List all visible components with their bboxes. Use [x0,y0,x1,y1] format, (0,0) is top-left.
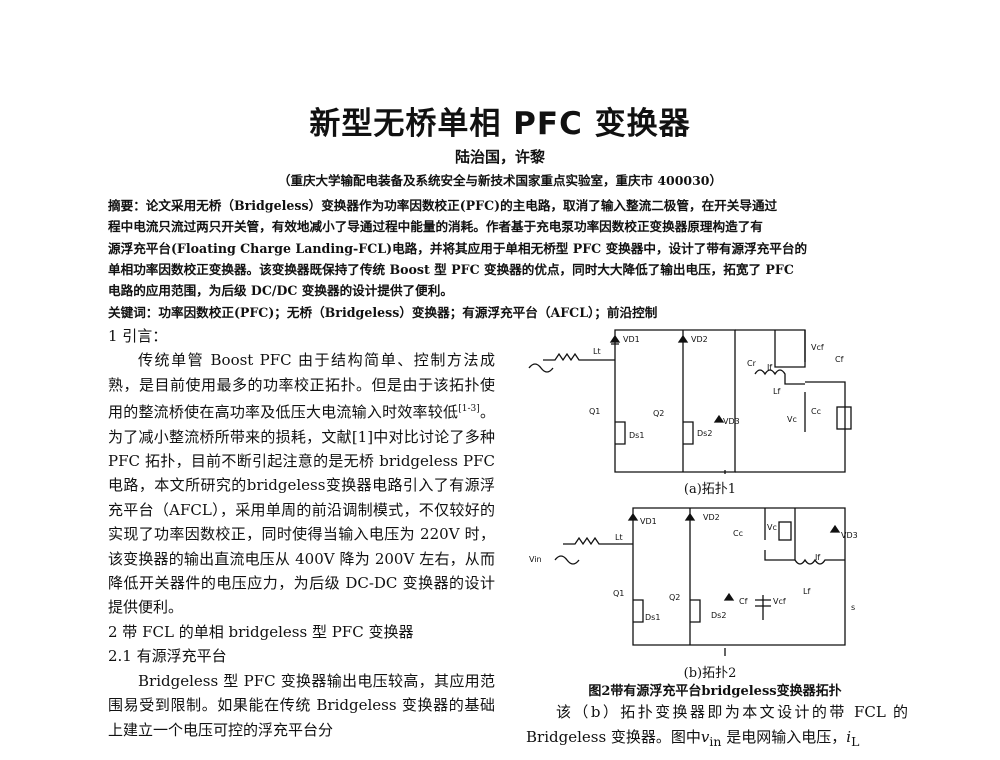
circuit-diagram-b: VD1 VD2 VD3 Cc Vc Lt Vin If Lf Q1 Q2 Cf … [529,507,858,656]
label-vd3: VD3 [723,417,740,426]
paper-title: 新型无桥单相 PFC 变换器 [309,106,691,142]
label-vc: Vc [787,415,797,424]
label-vc: Vc [767,523,777,532]
circuit-diagram-a: VD1 VD2 Vcf Cf Cr Lt If Lf Vc Cc Q1 Q2 V… [528,329,852,474]
ac-source-symbol [528,363,554,373]
label-lt: Lt [593,347,601,356]
label-lf: Lf [773,387,780,396]
label-cf: Cf [835,355,844,364]
section-2-heading: 2 带 FCL 的单相 bridgeless 型 PFC 变换器 [108,622,414,641]
abstract-line: 单相功率因数校正变换器。该变换器既保持了传统 Boost 型 PFC 变换器的优… [108,261,794,277]
symbol-sub: in [709,734,722,749]
figure-caption: 图2带有源浮充平台bridgeless变换器拓扑 [588,684,842,699]
label-q1: Q1 [589,407,600,416]
para-text: 是电网输入电压， [721,728,847,746]
label-vd1: VD1 [623,335,640,344]
abstract-line: 程中电流只流过两只开关管，有效地减小了导通过程中能量的消耗。作者基于充电泵功率因… [108,219,763,235]
label-ds1: Ds1 [645,613,660,622]
abstract: 摘要：论文采用无桥（Bridgeless）变换器作为功率因数校正(PFC)的主电… [108,195,908,301]
symbol-i: i [846,728,852,746]
label-if: If [767,363,772,372]
caption-a: (a)拓扑1 [683,482,737,497]
authors: 陆治国，许黎 [454,148,545,166]
label-vcf: Vcf [773,597,786,606]
abstract-line: 源浮充平台(Floating Charge Landing-FCL)电路，并将其… [108,240,808,256]
label-vd3: VD3 [841,531,858,540]
label-lf: Lf [803,587,810,596]
para-text: 传统单管 Boost PFC 由于结构简单、控制方法成熟，是目前使用最多的功率校… [108,351,495,422]
right-column-text: 该（b）拓扑变换器即为本文设计的带 FCL 的 Bridgeless 变换器。图… [526,700,908,754]
symbol-v: v [700,728,710,746]
label-if: If [815,553,820,562]
symbol-sub: L [851,734,860,749]
label-cc: Cc [733,529,743,538]
label-cr: Cr [747,359,757,368]
affiliation: （重庆大学输配电装备及系统安全与新技术国家重点实验室，重庆市 400030） [277,173,723,188]
section-2-1-paragraph: Bridgeless 型 PFC 变换器输出电压较高，其应用范围易受到限制。如果… [108,671,495,739]
label-ds2: Ds2 [711,611,726,620]
section-1-heading: 1 引言： [108,327,168,345]
label-cf: Cf [739,597,748,606]
caption-b: (b)拓扑2 [683,666,737,681]
para-text: 该（b）拓扑变换器即为本文设计的带 FCL 的 Bridgeless 变换器。图… [526,703,908,746]
label-vcf: Vcf [811,343,824,352]
para-text: 。为了减小整流桥所带来的损耗，文献[1]中对比讨论了多种 PFC 拓扑，目前不断… [108,403,495,617]
keywords: 关键词：功率因数校正(PFC)；无桥（Bridgeless）变换器；有源浮充平台… [108,305,658,320]
abstract-line: 摘要：论文采用无桥（Bridgeless）变换器作为功率因数校正(PFC)的主电… [108,198,778,213]
label-q2: Q2 [653,409,664,418]
label-vin: Vin [529,555,542,564]
label-vd2: VD2 [691,335,708,344]
label-q1: Q1 [613,589,624,598]
label-ds1: Ds1 [629,431,644,440]
label-ds2: Ds2 [697,429,712,438]
label-vd1: VD1 [640,517,657,526]
left-column: 1 引言： 传统单管 Boost PFC 由于结构简单、控制方法成熟，是目前使用… [108,324,495,742]
citation: [1-3] [458,404,480,415]
label-lt: Lt [615,533,623,542]
label-q2: Q2 [669,593,680,602]
section-2-1-heading: 2.1 有源浮充平台 [108,647,227,666]
label-vd2: VD2 [703,513,720,522]
abstract-line: 电路的应用范围，为后级 DC/DC 变换器的设计提供了便利。 [108,283,453,299]
label-cc: Cc [811,407,821,416]
section-1-paragraph: 传统单管 Boost PFC 由于结构简单、控制方法成熟，是目前使用最多的功率校… [108,348,495,619]
label-s: s [851,603,855,612]
right-paragraph: 该（b）拓扑变换器即为本文设计的带 FCL 的 Bridgeless 变换器。图… [526,700,908,754]
